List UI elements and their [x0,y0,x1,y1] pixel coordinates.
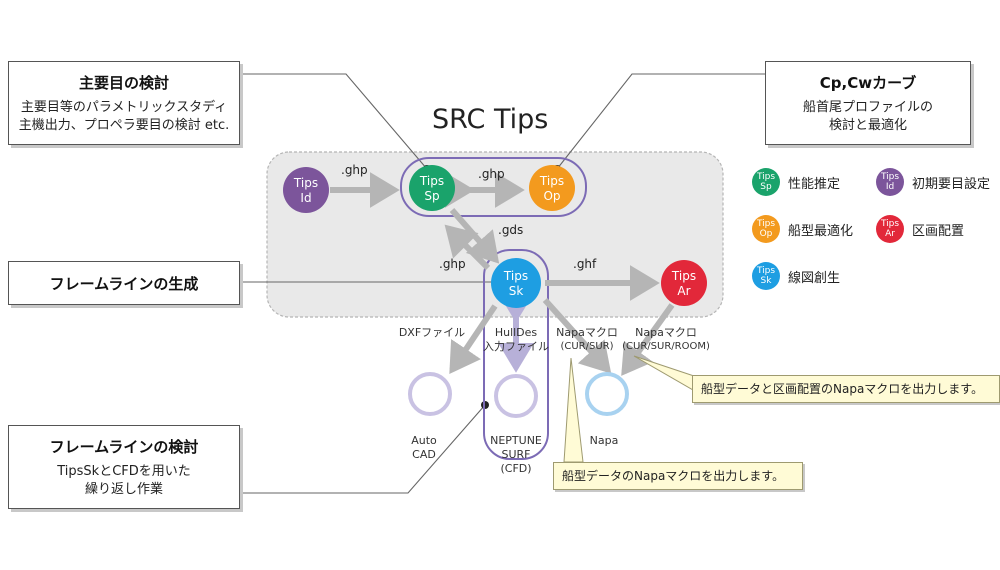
node-tips-sk: Tips Sk [491,258,541,308]
label-napa-room-1: Napaマクロ [635,326,697,339]
node-tips-ar: Tips Ar [661,260,707,306]
svg-text:Sk: Sk [509,284,524,298]
target-neptune [494,374,538,418]
callout-frame-review-line2: 繰り返し作業 [84,482,163,497]
note-napa-cur: 船型データのNapaマクロを出力します。 [553,462,803,490]
svg-text:Tips: Tips [539,174,564,188]
label-napa-room-2: (CUR/SUR/ROOM) [622,341,710,352]
node-tips-sp: Tips Sp [409,165,455,211]
diagram-title: SRC Tips [432,104,549,135]
callout-main-dims: 主要目の検討 主要目等のパラメトリックスタディ 主機出力、プロペラ要目の検討 e… [8,61,240,145]
target-autocad [408,372,452,416]
label-dxf: DXFファイル [399,326,465,339]
svg-text:Ar: Ar [677,284,690,298]
label-autocad-2: CAD [412,448,436,461]
label-neptune-2: SURF [501,448,530,461]
svg-text:Tips: Tips [293,176,318,190]
note-pointer-room [633,355,701,395]
legend-op-label: 船型最適化 [788,223,854,239]
label-sk-sp: .ghp [439,257,466,271]
label-autocad-1: Auto [411,434,437,447]
target-napa [585,372,629,416]
arrow-ar-napa [621,303,675,376]
label-napa-cur-2: (CUR/SUR) [560,341,613,352]
note-napa-room: 船型データと区画配置のNapaマクロを出力します。 [692,375,1000,403]
callout-cpcw-line2: 検討と最適化 [828,118,907,133]
legend-sp-label: 性能推定 [788,176,841,192]
callout-leaders [239,73,765,494]
callout-main-dims-title: 主要目の検討 [78,74,169,92]
arrow-sk-napa [542,297,612,374]
callout-frame-gen: フレームラインの生成 [8,261,240,305]
callout-frame-gen-title: フレームラインの生成 [49,275,199,293]
label-neptune-1: NEPTUNE [490,434,542,447]
callout-main-dims-line1: 主要目等のパラメトリックスタディ [20,100,228,115]
label-id-sp: .ghp [341,163,368,177]
node-tips-op: Tips Op [529,165,575,211]
label-sk-ar: .ghf [573,257,597,271]
label-hulldes-2: 入力ファイル [483,340,549,353]
svg-text:Id: Id [300,191,311,205]
label-sp-sk: .gds [498,223,523,237]
callout-frame-review: フレームラインの検討 TipsSkとCFDを用いた 繰り返し作業 [8,425,240,509]
callout-cpcw-title: Cp,Cwカーブ [819,74,917,92]
callout-cpcw-line1: 船首尾プロファイルの [802,100,933,115]
sk-neptune-group [483,249,549,460]
svg-text:Sp: Sp [424,189,439,203]
callout-frame-review-line1: TipsSkとCFDを用いた [57,464,191,479]
note-pointer-cur [563,357,584,463]
node-tips-id: Tips Id [283,167,329,213]
arrow-sk-dxf [449,304,498,374]
svg-text:Tips: Tips [419,174,444,188]
arrow-sk-sp [444,224,491,271]
sp-op-group [400,157,587,217]
callout-cpcw: Cp,Cwカーブ 船首尾プロファイルの 検討と最適化 [765,61,971,145]
label-sp-op: .ghp [478,167,505,181]
svg-text:Tips: Tips [671,269,696,283]
label-napa: Napa [590,434,619,447]
label-neptune-3: (CFD) [500,462,531,475]
legend-id-label: 初期要目設定 [912,176,991,192]
label-napa-cur-1: Napaマクロ [556,326,618,339]
svg-text:Tips: Tips [503,269,528,283]
label-hulldes-1: HullDes [495,326,538,339]
callout-main-dims-line2: 主機出力、プロペラ要目の検討 etc. [18,118,230,133]
legend-sk-label: 線図創生 [788,270,841,286]
callout-frame-review-title: フレームラインの検討 [49,438,199,456]
legend-ar-label: 区画配置 [912,223,965,239]
svg-text:Op: Op [543,189,560,203]
